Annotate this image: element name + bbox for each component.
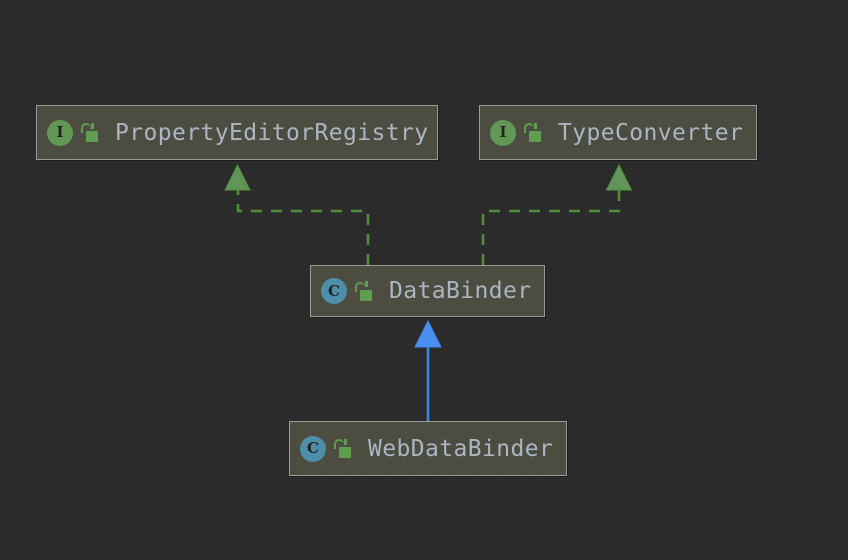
realization-arrowhead-left [224,163,251,191]
node-type-converter[interactable]: I TypeConverter [479,105,757,160]
unlocked-padlock-icon [81,122,98,142]
interface-stereotype-icon: I [47,119,73,146]
unlocked-padlock-icon [355,281,372,301]
edge-webdatabinder-extends-databinder[interactable] [414,319,442,421]
realization-arrowhead-right [605,163,633,191]
realization-line-right [481,190,621,265]
inheritance-arrowhead [414,319,442,348]
edge-databinder-implements-propertyeditorregistry[interactable] [224,163,370,265]
node-label-property-editor-registry: PropertyEditorRegistry [115,119,429,146]
class-stereotype-icon: C [300,435,326,462]
interface-stereotype-icon: I [490,119,516,146]
unlocked-padlock-icon [524,122,541,142]
unlocked-padlock-icon [334,438,351,458]
node-web-data-binder[interactable]: C WebDataBinder [289,421,567,476]
realization-line-left [236,190,370,265]
class-stereotype-icon: C [321,278,347,304]
node-label-web-data-binder: WebDataBinder [368,435,554,462]
edge-databinder-implements-typeconverter[interactable] [481,163,633,265]
node-label-data-binder: DataBinder [389,278,532,304]
node-property-editor-registry[interactable]: I PropertyEditorRegistry [36,105,438,160]
node-label-type-converter: TypeConverter [558,119,744,146]
node-data-binder[interactable]: C DataBinder [310,265,545,317]
